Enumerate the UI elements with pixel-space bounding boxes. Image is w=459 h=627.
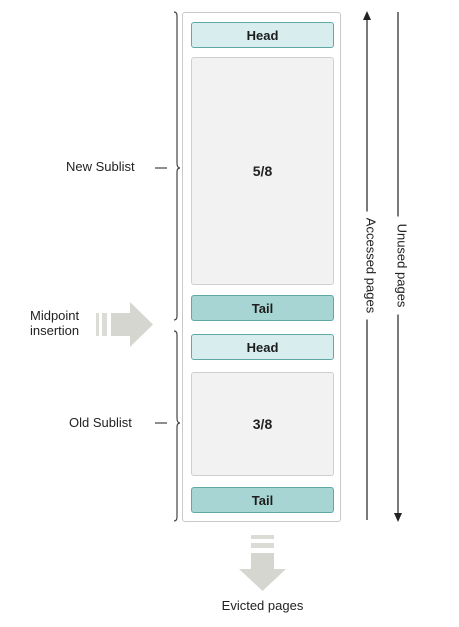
accessed-pages-label: Accessed pages — [363, 211, 379, 320]
old-sublist-head: Head — [191, 334, 334, 360]
old-sublist-tail: Tail — [191, 487, 334, 513]
new-sublist-bracket — [173, 11, 181, 321]
unused-pages-label: Unused pages — [394, 216, 410, 315]
new-sublist-label: New Sublist — [66, 159, 135, 174]
midpoint-insertion-label: Midpoint insertion — [30, 308, 79, 338]
midpoint-label-line2: insertion — [30, 323, 80, 338]
new-sublist-tail: Tail — [191, 295, 334, 321]
midpoint-arrow-icon — [96, 302, 153, 347]
new-sublist-body: 5/8 — [191, 57, 334, 285]
evicted-arrow-icon — [239, 535, 286, 591]
old-sublist-body: 3/8 — [191, 372, 334, 476]
old-sublist-label: Old Sublist — [69, 415, 132, 430]
new-sublist-head: Head — [191, 22, 334, 48]
evicted-pages-label: Evicted pages — [221, 598, 304, 613]
old-sublist-bracket — [173, 330, 181, 522]
midpoint-label-line1: Midpoint — [30, 308, 80, 323]
